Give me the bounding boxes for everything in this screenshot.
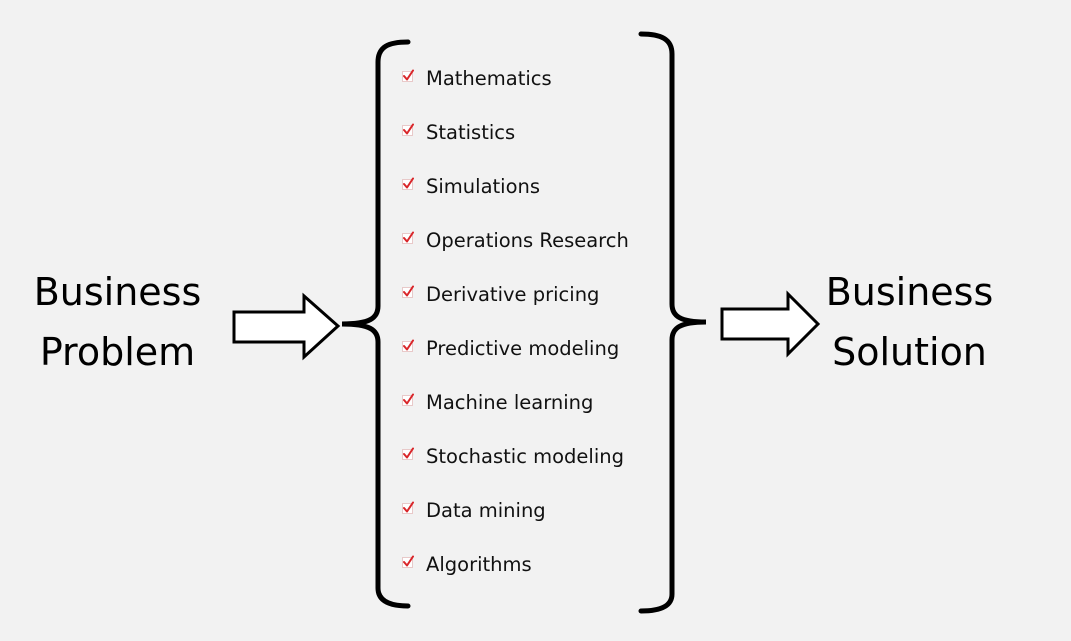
checkmark-icon: [402, 555, 414, 568]
checkmark-icon: [402, 393, 414, 406]
checkmark-icon: [402, 339, 414, 352]
list-item: Derivative pricing: [402, 267, 629, 321]
business-problem-label: Business Problem: [20, 262, 215, 382]
list-item-label: Simulations: [426, 174, 541, 198]
list-item-label: Machine learning: [426, 390, 594, 414]
list-item-label: Operations Research: [426, 228, 629, 252]
list-item-label: Algorithms: [426, 552, 532, 576]
business-solution-label: Business Solution: [812, 262, 1007, 382]
right-curly-brace: [638, 31, 707, 614]
right-arrow-icon: [720, 290, 821, 358]
checkmark-icon: [402, 447, 414, 460]
list-item-label: Stochastic modeling: [426, 444, 624, 468]
list-item: Statistics: [402, 105, 629, 159]
checkmark-icon: [402, 123, 414, 136]
list-item-label: Mathematics: [426, 66, 552, 90]
checkmark-icon: [402, 177, 414, 190]
list-item: Simulations: [402, 159, 629, 213]
list-item: Predictive modeling: [402, 321, 629, 375]
right-label-line1: Business: [825, 270, 994, 314]
left-curly-brace: [341, 39, 411, 609]
list-item: Stochastic modeling: [402, 429, 629, 483]
list-item-label: Derivative pricing: [426, 282, 600, 306]
right-label-line2: Solution: [832, 330, 987, 374]
checkmark-icon: [402, 285, 414, 298]
list-item: Operations Research: [402, 213, 629, 267]
list-item: Data mining: [402, 483, 629, 537]
list-item-label: Statistics: [426, 120, 516, 144]
list-item: Mathematics: [402, 51, 629, 105]
list-item: Machine learning: [402, 375, 629, 429]
left-label-line2: Problem: [39, 330, 196, 374]
list-item-label: Data mining: [426, 498, 546, 522]
list-item-label: Predictive modeling: [426, 336, 620, 360]
checkmark-icon: [402, 69, 414, 82]
list-item: Algorithms: [402, 537, 629, 591]
checkmark-icon: [402, 231, 414, 244]
left-label-line1: Business: [33, 270, 202, 314]
checkmark-icon: [402, 501, 414, 514]
right-arrow-icon: [232, 292, 341, 361]
